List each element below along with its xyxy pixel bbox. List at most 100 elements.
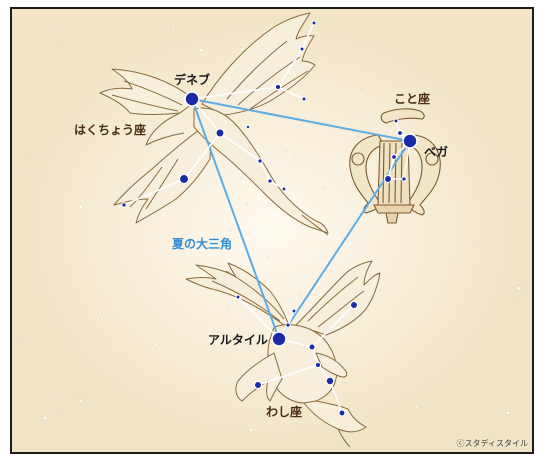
background-star bbox=[249, 427, 253, 432]
constellation-line bbox=[277, 86, 305, 100]
star-aquila bbox=[235, 294, 241, 300]
star-aquila bbox=[285, 322, 291, 328]
triangle-deneb-vega bbox=[191, 98, 411, 142]
background-star bbox=[347, 74, 351, 77]
background-star bbox=[333, 52, 336, 56]
background-star bbox=[395, 288, 399, 292]
background-star bbox=[58, 390, 62, 394]
background-star bbox=[227, 227, 232, 232]
background-star bbox=[360, 87, 363, 91]
background-star bbox=[22, 338, 26, 342]
background-star bbox=[269, 402, 274, 406]
sky-illustration bbox=[12, 9, 532, 452]
star-lyra bbox=[397, 130, 403, 136]
background-star bbox=[357, 135, 360, 138]
background-star bbox=[60, 45, 63, 48]
background-star bbox=[154, 342, 159, 347]
background-star bbox=[88, 86, 90, 89]
background-star bbox=[437, 376, 440, 379]
star-cygnus bbox=[274, 83, 282, 91]
label-deneb: デネブ bbox=[174, 73, 211, 87]
label-vega: ベガ bbox=[424, 145, 449, 159]
background-star bbox=[506, 410, 511, 415]
copyright-credit: ⓒスタディスタイル bbox=[456, 439, 528, 448]
star-cygnus bbox=[178, 173, 190, 185]
constellation-line bbox=[329, 380, 343, 414]
eagle-right-wing bbox=[295, 260, 381, 336]
background-star bbox=[44, 173, 48, 177]
background-star bbox=[500, 154, 503, 158]
background-star bbox=[138, 333, 141, 336]
star-sadr bbox=[215, 128, 225, 138]
star-aquila bbox=[314, 361, 322, 369]
star-aquila bbox=[291, 308, 297, 314]
background-star bbox=[73, 219, 77, 223]
star-aquila bbox=[253, 380, 263, 390]
label-aquila: わし座 bbox=[266, 405, 303, 419]
background-star bbox=[78, 399, 83, 403]
background-star bbox=[246, 203, 249, 206]
background-star bbox=[301, 224, 304, 227]
star-cygnus bbox=[267, 178, 273, 184]
constellation-line bbox=[259, 160, 271, 182]
background-star bbox=[239, 47, 244, 52]
background-star bbox=[298, 294, 302, 297]
background-star bbox=[518, 297, 521, 300]
background-star bbox=[30, 153, 34, 157]
lyre-top-scroll bbox=[380, 108, 425, 124]
swan-upper-wing bbox=[201, 12, 316, 116]
swan-body-neck bbox=[193, 107, 329, 234]
summer-triangle bbox=[191, 98, 411, 340]
background-star bbox=[502, 235, 505, 238]
constellation-stars bbox=[121, 20, 418, 417]
eagle-head bbox=[315, 352, 348, 378]
background-star bbox=[199, 47, 204, 52]
star-aquila bbox=[308, 343, 316, 351]
constellation-line bbox=[183, 132, 221, 180]
star-aquila bbox=[338, 409, 346, 417]
constellation-line bbox=[191, 86, 279, 100]
star-vega bbox=[402, 133, 418, 149]
background-star bbox=[126, 183, 131, 187]
background-star bbox=[415, 406, 419, 410]
constellation-line bbox=[219, 132, 261, 162]
chart-frame: デネブ はくちょう座 こと座 ベガ 夏の大三角 アルタイル わし座 ⓒスタディス… bbox=[10, 7, 534, 454]
star-cygnus bbox=[299, 46, 305, 52]
background-star bbox=[266, 255, 269, 258]
background-star bbox=[78, 204, 83, 209]
constellation-line bbox=[301, 22, 315, 50]
constellation-line bbox=[277, 48, 303, 88]
background-star bbox=[59, 24, 63, 28]
background-star bbox=[171, 28, 175, 32]
background-star bbox=[137, 302, 140, 305]
eagle-tail bbox=[303, 400, 367, 433]
triangle-altair-deneb bbox=[191, 98, 280, 340]
star-cygnus bbox=[281, 186, 287, 192]
background-star bbox=[113, 194, 117, 198]
background-star bbox=[517, 286, 521, 291]
star-deneb bbox=[184, 91, 200, 107]
star-lyra bbox=[401, 176, 407, 182]
swan-left-wing-top bbox=[99, 68, 197, 115]
background-star bbox=[285, 150, 287, 153]
background-star bbox=[43, 415, 48, 421]
star-aquila bbox=[325, 376, 335, 386]
background-star bbox=[21, 169, 26, 173]
background-star bbox=[134, 141, 138, 146]
star-lyra bbox=[393, 118, 399, 124]
background-star bbox=[437, 88, 440, 90]
background-star bbox=[349, 48, 353, 52]
background-star bbox=[239, 176, 243, 180]
label-lyra: こと座 bbox=[394, 92, 431, 106]
star-aquila bbox=[349, 300, 359, 310]
star-cygnus bbox=[245, 124, 251, 130]
star-cygnus bbox=[301, 96, 307, 102]
constellation-line bbox=[257, 364, 319, 386]
background-star bbox=[351, 387, 354, 390]
background-star bbox=[470, 129, 473, 131]
background-star bbox=[475, 241, 479, 244]
background-star bbox=[268, 202, 272, 207]
star-lyra bbox=[383, 174, 393, 184]
background-star bbox=[515, 206, 518, 209]
